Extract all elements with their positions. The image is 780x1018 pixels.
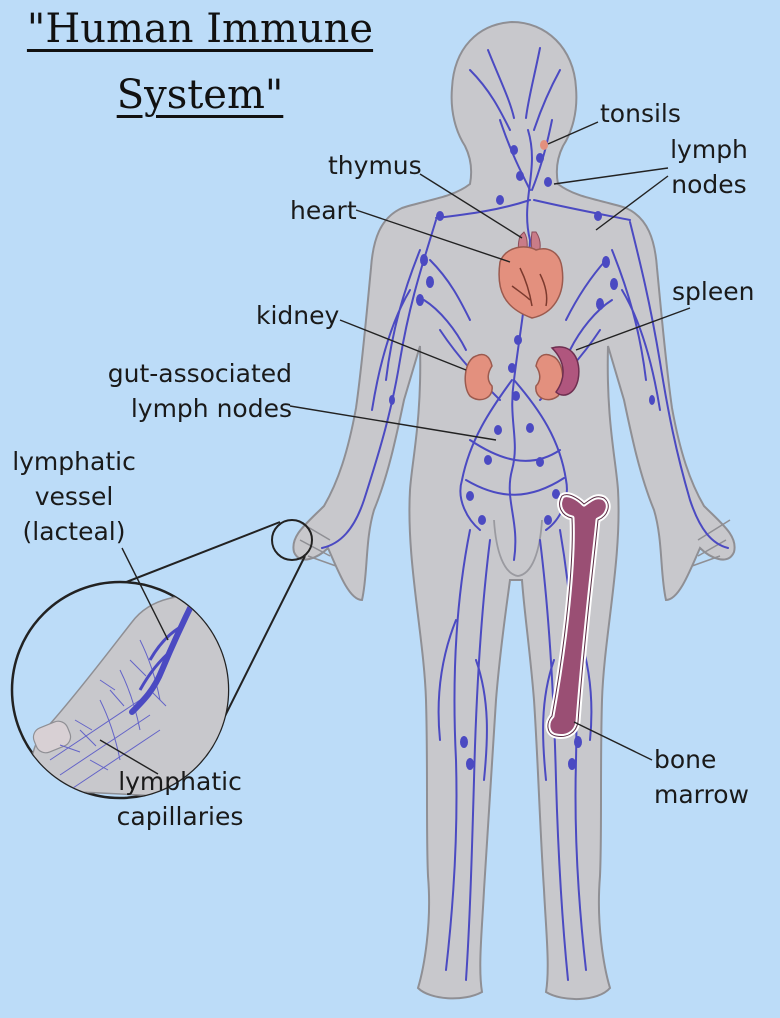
label-spleen: spleen [672, 277, 755, 306]
label-bone-marrow-line2: marrow [654, 780, 749, 809]
label-lymph-nodes: lymph nodes [668, 132, 750, 202]
label-gut-line1: gut-associated [107, 359, 292, 388]
label-gut-associated-lymph-nodes: gut-associated lymph nodes [96, 356, 292, 426]
heart-vessels [511, 267, 548, 307]
fingertip-highlight-circle [271, 519, 313, 561]
tonsils-organ [540, 140, 548, 150]
diagram-title-line1: "Human Immune [26, 6, 374, 52]
leader-lines [99, 121, 691, 775]
label-capillaries-line1: lymphatic [118, 767, 242, 796]
kidney-left-organ [464, 353, 493, 401]
femur-bone-edge [547, 494, 609, 737]
lymph-vessel-network [321, 47, 729, 981]
label-heart: heart [290, 196, 357, 225]
label-thymus: thymus [328, 151, 422, 180]
label-lymph-nodes-line2: nodes [671, 170, 747, 199]
label-bone-marrow-line1: bone [654, 745, 717, 774]
label-bone-marrow: bone marrow [654, 742, 749, 812]
label-tonsils: tonsils [600, 99, 681, 128]
diagram-title-line2: System" [116, 72, 284, 118]
label-lymph-nodes-line1: lymph [670, 135, 748, 164]
label-kidney: kidney [256, 301, 340, 330]
pelvis-outline [493, 519, 543, 577]
label-vessel-line2: vessel [34, 482, 114, 511]
spleen-organ [550, 346, 580, 396]
label-lymphatic-vessel: lymphatic vessel (lacteal) [8, 444, 140, 549]
body-silhouette [292, 20, 736, 1001]
label-lymphatic-capillaries: lymphatic capillaries [110, 764, 250, 834]
label-capillaries-line2: capillaries [116, 802, 244, 831]
lymph-node-dots [389, 145, 655, 770]
magnified-finger [31, 593, 228, 798]
right-hand-fingers [691, 519, 731, 567]
label-gut-line2: lymph nodes [130, 394, 292, 423]
label-vessel-line1: lymphatic [12, 447, 136, 476]
label-vessel-line3: (lacteal) [22, 517, 126, 546]
